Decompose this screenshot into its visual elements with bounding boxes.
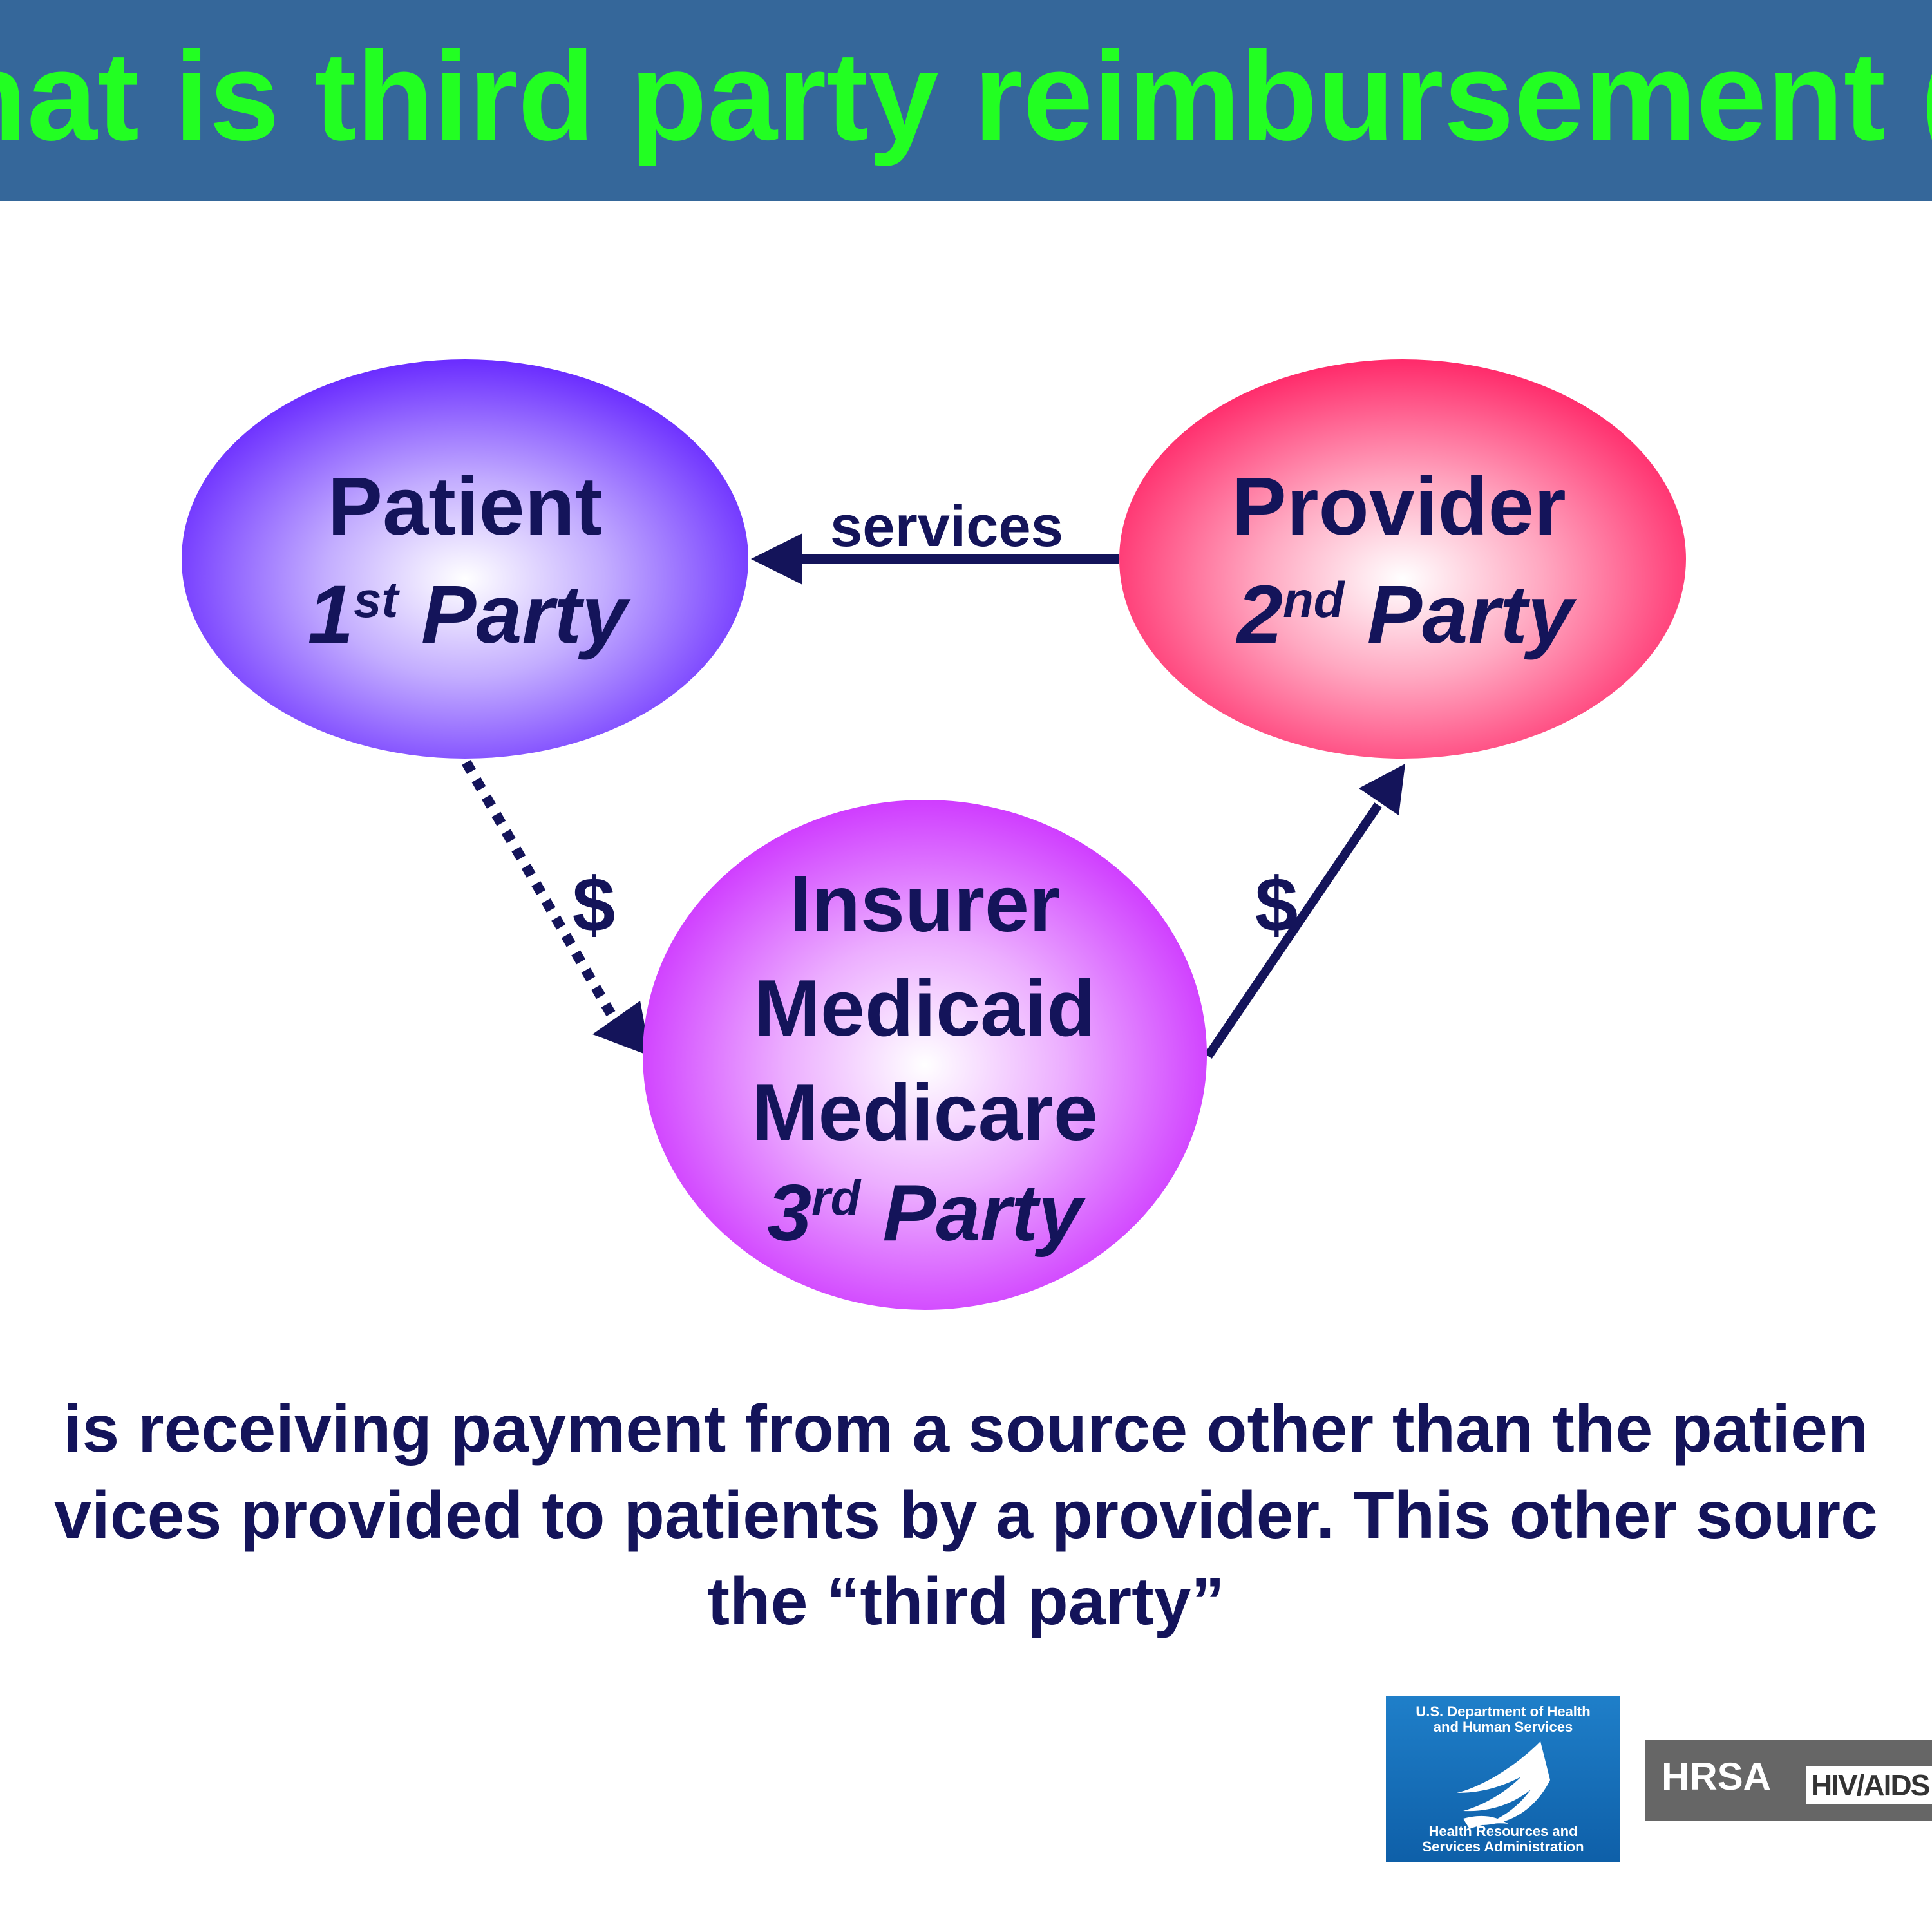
provider-party: 2nd Party	[1236, 569, 1577, 661]
definition-line-2: vices provided to patients by a provider…	[54, 1478, 1878, 1553]
definition-line-3: the “third party”	[707, 1564, 1225, 1639]
insurer-line-2: Medicaid	[754, 964, 1096, 1053]
hrsa-hivaids-logo: HRSA HIV/AIDS	[1645, 1740, 1932, 1821]
insurer-to-provider-arrow	[1204, 764, 1405, 1059]
provider-node: Provider 2nd Party	[1119, 359, 1686, 759]
patient-to-insurer-dollar-label: $	[573, 862, 616, 948]
insurer-line-3: Medicare	[752, 1068, 1098, 1157]
definition-text: is receiving payment from a source other…	[0, 1386, 1932, 1645]
hrsa-logo-text: HRSA	[1662, 1755, 1772, 1798]
patient-to-insurer-arrow	[462, 760, 650, 1056]
services-label: services	[830, 495, 1063, 559]
title-banner: hat is third party reimbursement (TP	[0, 0, 1932, 201]
insurer-line-1: Insurer	[790, 860, 1060, 949]
slide-title: hat is third party reimbursement (TP	[0, 26, 1932, 167]
patient-name: Patient	[328, 460, 603, 553]
hhs-logo-top-text: U.S. Department of Health and Human Serv…	[1416, 1703, 1591, 1735]
hivaids-box: HIV/AIDS	[1806, 1766, 1932, 1804]
definition-line-1: is receiving payment from a source other…	[63, 1392, 1869, 1466]
insurer-node: Insurer Medicaid Medicare 3rd Party	[643, 800, 1207, 1310]
services-arrow	[751, 533, 1119, 585]
provider-name: Provider	[1231, 460, 1566, 553]
patient-party: 1st Party	[308, 569, 631, 661]
insurer-to-provider-dollar-label: $	[1255, 862, 1298, 948]
patient-node: Patient 1st Party	[182, 359, 748, 759]
insurer-party: 3rd Party	[767, 1169, 1086, 1258]
hivaids-logo-text: HIV/AIDS	[1811, 1768, 1930, 1802]
eagle-icon	[1457, 1741, 1550, 1829]
hhs-logo-bottom-text: Health Resources and Services Administra…	[1422, 1823, 1584, 1855]
hhs-hrsa-logo: U.S. Department of Health and Human Serv…	[1386, 1696, 1620, 1862]
